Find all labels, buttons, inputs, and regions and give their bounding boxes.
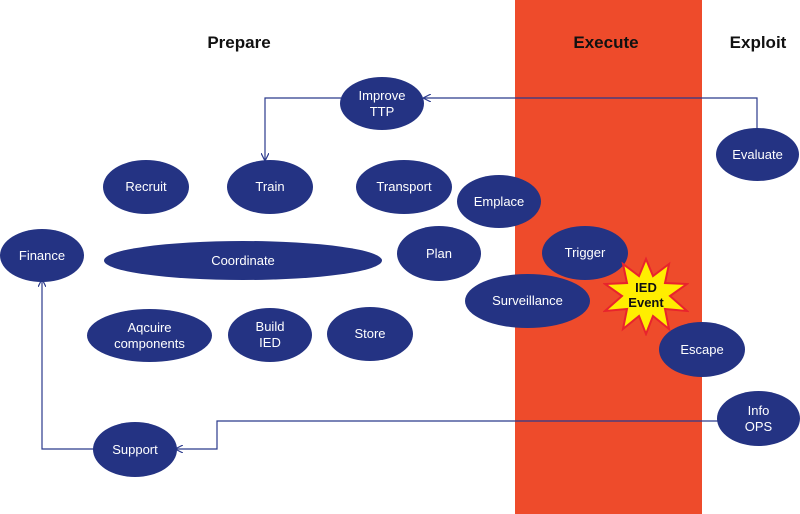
- burst-icon: [603, 256, 689, 336]
- node-surveillance-label: Surveillance: [492, 293, 563, 308]
- node-info-ops: Info OPS: [717, 391, 800, 446]
- node-info-ops-label: Info OPS: [744, 402, 773, 434]
- node-escape-label: Escape: [680, 341, 724, 357]
- node-evaluate-label: Evaluate: [732, 146, 783, 162]
- node-recruit-label: Recruit: [125, 179, 167, 194]
- burst-shape: [603, 256, 689, 336]
- node-build-ied: Build IED: [228, 308, 312, 362]
- node-finance: Finance: [0, 229, 84, 282]
- node-coordinate-label: Coordinate: [211, 252, 275, 268]
- node-support: Support: [93, 422, 177, 477]
- node-build-ied-label: Build IED: [255, 319, 285, 350]
- node-escape: Escape: [659, 322, 745, 377]
- phase-label-exploit: Exploit: [729, 33, 787, 52]
- node-acquire-components: Aqcuire components: [87, 309, 212, 362]
- link-evaluate-to-improve-ttp: [424, 98, 758, 130]
- node-coordinate: Coordinate: [104, 241, 382, 280]
- node-improve-ttp-label: Improve TTP: [358, 87, 406, 119]
- node-plan-label: Plan: [425, 245, 453, 261]
- node-train: Train: [227, 160, 313, 214]
- node-support-label: Support: [112, 441, 158, 457]
- node-finance-label: Finance: [18, 247, 66, 263]
- node-train-label: Train: [255, 179, 285, 194]
- node-emplace-label: Emplace: [473, 193, 525, 209]
- node-trigger: Trigger: [542, 226, 628, 280]
- node-store: Store: [327, 307, 413, 361]
- node-store-label: Store: [354, 326, 386, 341]
- node-transport-label: Transport: [376, 179, 432, 194]
- link-improve-ttp-to-train: [265, 97, 341, 160]
- node-trigger-label: Trigger: [564, 245, 606, 260]
- node-transport: Transport: [356, 160, 452, 214]
- node-emplace: Emplace: [457, 175, 541, 228]
- node-acquire-components-label: Aqcuire components: [114, 319, 185, 351]
- node-improve-ttp: Improve TTP: [340, 77, 424, 130]
- link-info-ops-to-support: [176, 420, 718, 449]
- ied-event-label: IED Event: [628, 280, 664, 310]
- node-plan: Plan: [397, 226, 481, 281]
- ied-event-burst: IED Event: [603, 256, 689, 336]
- link-support-to-finance: [42, 280, 94, 450]
- node-surveillance: Surveillance: [465, 274, 590, 328]
- node-evaluate: Evaluate: [716, 128, 799, 181]
- node-recruit: Recruit: [103, 160, 189, 214]
- phase-label-execute: Execute: [573, 33, 639, 52]
- phase-label-prepare: Prepare: [207, 33, 271, 52]
